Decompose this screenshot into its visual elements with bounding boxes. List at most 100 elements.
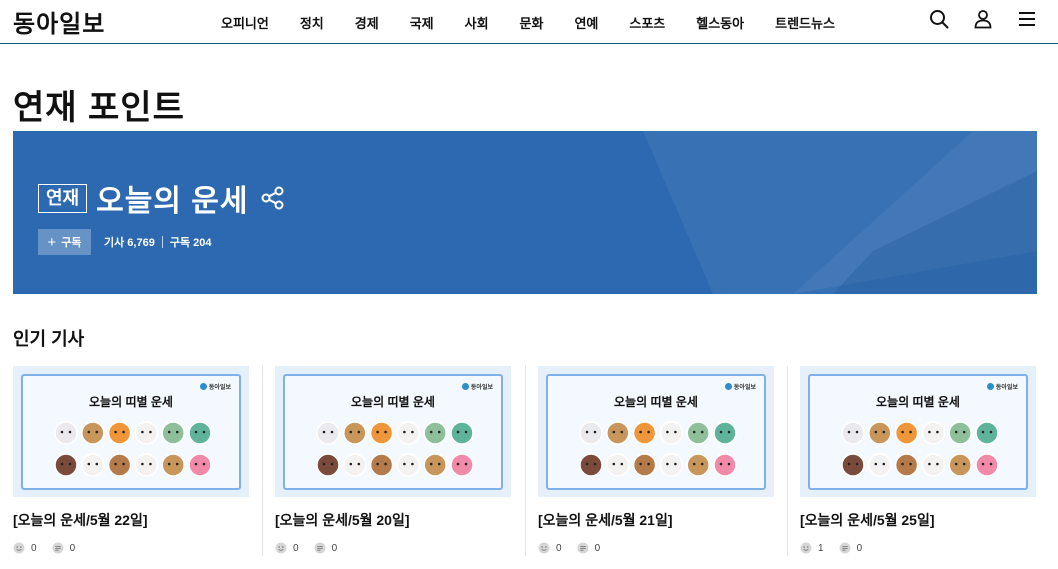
site-logo[interactable]: 동아일보 xyxy=(13,9,106,38)
article-card[interactable]: 동아일보 오늘의 띠별 운세 [오늘의 운세/5월 21일] 0 0 xyxy=(538,366,774,562)
smile-icon[interactable] xyxy=(275,542,287,554)
zodiac-animal-eye xyxy=(593,430,597,434)
zodiac-animal-eye xyxy=(674,430,677,434)
zodiac-animal-eye xyxy=(322,430,326,434)
zodiac-animal-eye xyxy=(692,462,696,466)
article-count: 기사 6,769 xyxy=(104,237,155,249)
zodiac-animal-eye xyxy=(60,430,64,434)
zodiac-animal-eye xyxy=(719,430,723,434)
thumbnail-title: 오늘의 띠별 운세 xyxy=(876,395,960,409)
zodiac-animal-eye xyxy=(639,430,642,434)
zodiac-animal-eye xyxy=(647,462,650,466)
article-card[interactable]: 동아일보 오늘의 띠별 운세 [오늘의 운세/5월 20일] 0 0 xyxy=(275,366,511,562)
thumbnail-brand-text: 동아일보 xyxy=(995,385,1018,391)
comment-count: 0 xyxy=(856,542,863,554)
article-title[interactable]: [오늘의 운세/5월 20일] xyxy=(275,512,410,528)
nav-item-politics[interactable]: 정치 xyxy=(299,15,324,31)
site-header: 동아일보 오피니언 정치 경제 국제 사회 문화 연예 스포츠 헬스동아 트렌드… xyxy=(0,0,1058,44)
zodiac-animal-face xyxy=(606,421,630,445)
zodiac-animal-eye xyxy=(376,462,379,466)
nav-item-trend-news[interactable]: 트렌드뉴스 xyxy=(775,15,835,31)
zodiac-animal-eye xyxy=(437,430,441,434)
zodiac-animal-face xyxy=(423,453,447,477)
article-thumbnail[interactable]: 동아일보 오늘의 띠별 운세 xyxy=(800,366,1036,497)
zodiac-animal-eye xyxy=(612,430,616,434)
zodiac-animal-eye xyxy=(962,462,966,466)
zodiac-animal-face xyxy=(579,421,603,445)
zodiac-animal-face xyxy=(948,421,972,445)
zodiac-animal-face xyxy=(894,453,919,477)
thumbnail-brand: 동아일보 xyxy=(724,382,756,391)
zodiac-animal-face xyxy=(134,421,159,445)
search-icon[interactable] xyxy=(928,8,950,30)
zodiac-animal-eye xyxy=(202,462,206,466)
subscribe-button[interactable]: + 구독 xyxy=(38,229,91,255)
nav-item-opinion[interactable]: 오피니언 xyxy=(221,15,269,31)
zodiac-animal-eye xyxy=(167,430,171,434)
article-title[interactable]: [오늘의 운세/5월 22일] xyxy=(13,512,148,528)
thumbnail-title: 오늘의 띠별 운세 xyxy=(351,395,435,409)
comment-icon[interactable] xyxy=(577,542,589,554)
subscribe-label: 구독 xyxy=(61,237,82,249)
zodiac-animal-face xyxy=(107,453,132,477)
zodiac-animal-eye xyxy=(464,430,468,434)
article-title[interactable]: [오늘의 운세/5월 21일] xyxy=(538,512,673,528)
zodiac-animal-eye xyxy=(692,430,696,434)
zodiac-animal-eye xyxy=(954,430,958,434)
zodiac-animal-eye xyxy=(647,430,650,434)
menu-icon[interactable] xyxy=(1016,8,1038,30)
smile-icon[interactable] xyxy=(800,542,812,554)
article-card[interactable]: 동아일보 오늘의 띠별 운세 [오늘의 운세/5월 22일] 0 0 xyxy=(13,366,249,562)
zodiac-animal-eye xyxy=(60,462,64,466)
article-meta: 0 0 xyxy=(538,542,615,554)
nav-item-culture[interactable]: 문화 xyxy=(519,15,544,31)
zodiac-animal-face xyxy=(316,453,340,477)
article-thumbnail[interactable]: 동아일보 오늘의 띠별 운세 xyxy=(275,366,511,497)
zodiac-animal-face xyxy=(841,421,865,445)
nav-item-entertainment[interactable]: 연예 xyxy=(574,15,599,31)
comment-icon[interactable] xyxy=(52,542,64,554)
zodiac-animal-eye xyxy=(167,462,171,466)
zodiac-animals-icon xyxy=(579,421,737,477)
article-thumbnail[interactable]: 동아일보 오늘의 띠별 운세 xyxy=(538,366,774,497)
nav-item-international[interactable]: 국제 xyxy=(409,15,434,31)
zodiac-animal-eye xyxy=(437,462,441,466)
nav-item-sports[interactable]: 스포츠 xyxy=(629,15,666,31)
like-count: 1 xyxy=(818,542,824,554)
zodiac-animal-eye xyxy=(847,462,851,466)
article-card[interactable]: 동아일보 오늘의 띠별 운세 [오늘의 운세/5월 25일] 1 0 xyxy=(800,366,1036,562)
zodiac-animal-eye xyxy=(882,462,886,466)
thumbnail-frame: 동아일보 오늘의 띠별 운세 xyxy=(808,374,1028,490)
smile-icon[interactable] xyxy=(13,542,25,554)
zodiac-animal-eye xyxy=(700,462,704,466)
zodiac-animal-eye xyxy=(175,430,179,434)
nav-item-health[interactable]: 헬스동아 xyxy=(696,15,745,31)
zodiac-animal-face xyxy=(423,421,447,445)
zodiac-animal-face xyxy=(316,421,340,445)
smile-icon[interactable] xyxy=(538,542,550,554)
thumbnail-frame: 동아일보 오늘의 띠별 운세 xyxy=(546,374,766,490)
share-icon[interactable] xyxy=(260,185,286,211)
series-title: 오늘의 운세 xyxy=(96,185,249,218)
zodiac-animal-eye xyxy=(727,430,731,434)
nav-item-society[interactable]: 사회 xyxy=(464,15,489,31)
like-count: 0 xyxy=(556,542,562,554)
comment-icon[interactable] xyxy=(839,542,851,554)
user-icon[interactable] xyxy=(972,8,994,30)
article-meta: 0 0 xyxy=(275,542,352,554)
comment-icon[interactable] xyxy=(314,542,326,554)
zodiac-animal-eye xyxy=(936,430,939,434)
thumbnail-brand: 동아일보 xyxy=(199,382,231,391)
zodiac-animal-face xyxy=(369,453,394,477)
like-count: 0 xyxy=(293,542,299,554)
zodiac-animal-eye xyxy=(384,462,387,466)
article-thumbnail[interactable]: 동아일보 오늘의 띠별 운세 xyxy=(13,366,249,497)
zodiac-animal-eye xyxy=(700,430,704,434)
article-meta: 1 0 xyxy=(800,542,877,554)
thumbnail-title: 오늘의 띠별 운세 xyxy=(614,395,698,409)
article-title[interactable]: [오늘의 운세/5월 25일] xyxy=(800,512,935,528)
nav-item-economy[interactable]: 경제 xyxy=(354,15,379,31)
zodiac-animal-eye xyxy=(384,430,387,434)
zodiac-animal-face xyxy=(948,453,972,477)
zodiac-animal-eye xyxy=(87,462,91,466)
